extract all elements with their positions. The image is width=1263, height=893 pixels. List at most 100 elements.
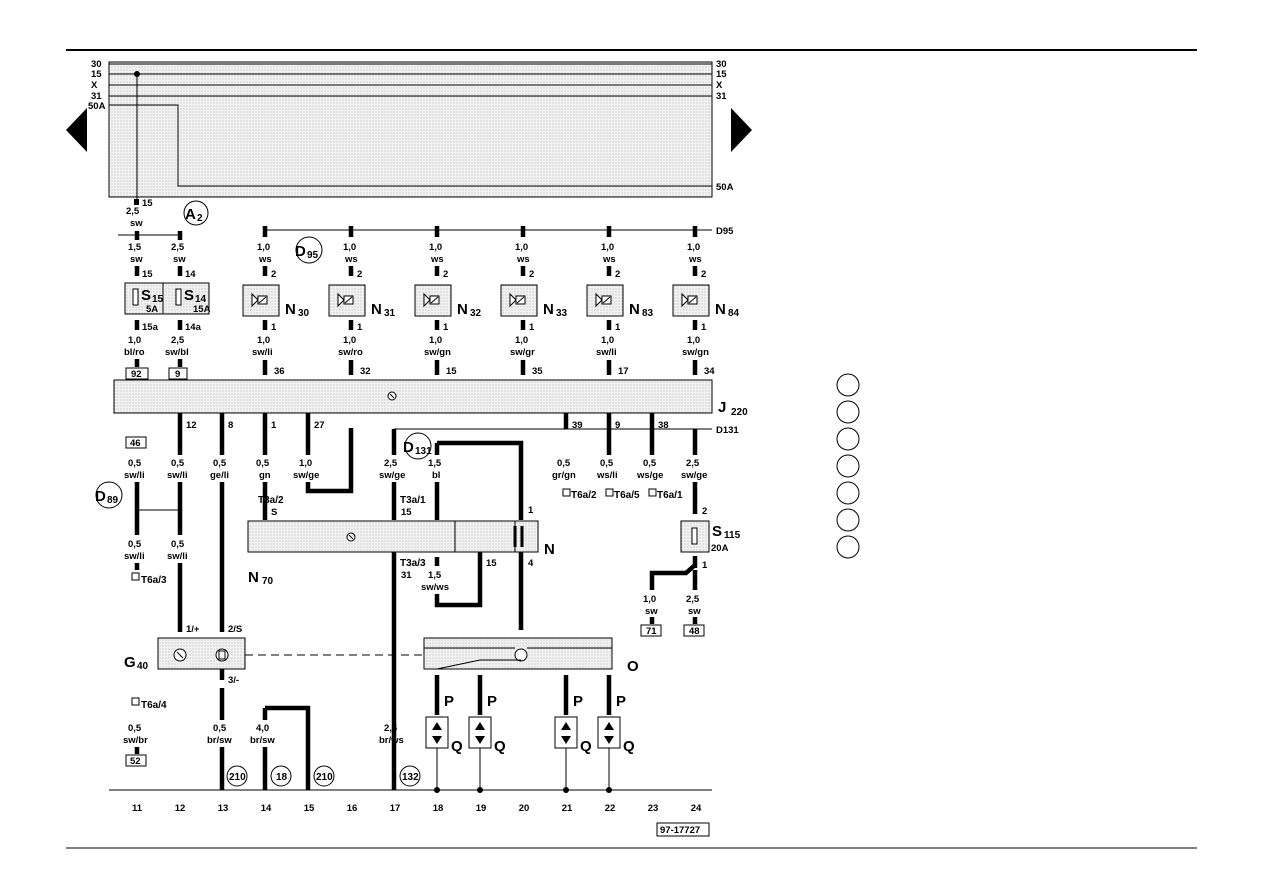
rail-label-30-left: 30 bbox=[91, 59, 102, 70]
svg-text:1,0: 1,0 bbox=[343, 335, 356, 346]
wire-color: bl bbox=[432, 470, 440, 481]
wire-gauge: 0,5 bbox=[256, 458, 270, 469]
rail-label-50a-left: 50A bbox=[88, 101, 106, 112]
svg-text:1,0: 1,0 bbox=[515, 335, 528, 346]
connector-t6a1: T6a/1 bbox=[657, 490, 683, 501]
svg-text:Q: Q bbox=[623, 738, 635, 755]
svg-text:2: 2 bbox=[701, 269, 706, 280]
svg-text:ws: ws bbox=[516, 254, 530, 265]
connector-t3a3: T3a/3 bbox=[400, 558, 426, 569]
rail-label-30-right: 30 bbox=[716, 59, 727, 70]
badge-letter: D bbox=[295, 243, 306, 260]
svg-text:20A: 20A bbox=[711, 543, 729, 554]
reference-badge bbox=[399, 765, 421, 787]
svg-text:1: 1 bbox=[443, 322, 449, 333]
svg-text:N: N bbox=[543, 301, 554, 318]
column-number: 18 bbox=[433, 803, 444, 814]
pin-label: 27 bbox=[314, 420, 325, 431]
svg-text:1: 1 bbox=[357, 322, 363, 333]
svg-text:1,0: 1,0 bbox=[343, 242, 356, 253]
wire-color: sw/li bbox=[167, 470, 188, 481]
svg-text:1,5: 1,5 bbox=[128, 242, 142, 253]
svg-text:1,0: 1,0 bbox=[128, 335, 141, 346]
svg-text:1,0: 1,0 bbox=[515, 242, 528, 253]
pin-label: 3/- bbox=[228, 675, 239, 686]
wire-gauge: 0,5 bbox=[557, 458, 571, 469]
column-number: 15 bbox=[304, 803, 315, 814]
svg-text:2: 2 bbox=[529, 269, 534, 280]
wire-gauge: 0,5 bbox=[600, 458, 614, 469]
svg-text:2: 2 bbox=[357, 269, 362, 280]
wire-gauge: 4,0 bbox=[256, 723, 269, 734]
svg-text:N: N bbox=[715, 301, 726, 318]
pin-label: 1/+ bbox=[186, 624, 200, 635]
reference-18: 18 bbox=[276, 772, 288, 783]
svg-text:ws: ws bbox=[344, 254, 358, 265]
rail-label-31-left: 31 bbox=[91, 91, 102, 102]
svg-text:34: 34 bbox=[704, 366, 715, 377]
badge-index: 95 bbox=[307, 250, 319, 261]
wire-gauge: 2,5 bbox=[126, 206, 140, 217]
wire-color: ws/li bbox=[596, 470, 618, 481]
pin-label: 38 bbox=[658, 420, 669, 431]
next-page-arrow-icon[interactable] bbox=[731, 108, 752, 152]
wire-color: sw/ge bbox=[681, 470, 707, 481]
svg-text:83: 83 bbox=[642, 308, 654, 319]
pin-label: 2/S bbox=[228, 624, 242, 635]
pin-label: 39 bbox=[572, 420, 583, 431]
svg-text:sw/li: sw/li bbox=[596, 347, 617, 358]
wire-color: sw bbox=[688, 606, 701, 617]
rail-label-d131: D131 bbox=[716, 425, 739, 436]
legend-circle bbox=[836, 373, 860, 397]
svg-text:Q: Q bbox=[580, 738, 592, 755]
wire-color: br/sw bbox=[207, 735, 232, 746]
svg-text:32: 32 bbox=[470, 308, 482, 319]
connector-t6a2: T6a/2 bbox=[571, 490, 597, 501]
previous-page-arrow-icon[interactable] bbox=[66, 108, 87, 152]
wire-color: sw bbox=[130, 218, 143, 229]
svg-text:30: 30 bbox=[298, 308, 310, 319]
svg-text:sw: sw bbox=[173, 254, 186, 265]
spark-plug-19: P Q bbox=[468, 675, 506, 793]
connector-t3a2: T3a/2 bbox=[258, 495, 284, 506]
pin-label: 9 bbox=[615, 420, 620, 431]
j220-letter: J bbox=[718, 399, 726, 416]
svg-text:1: 1 bbox=[615, 322, 621, 333]
pin-label: 4 bbox=[528, 558, 534, 569]
svg-text:ws: ws bbox=[258, 254, 272, 265]
wire-color: ws/ge bbox=[636, 470, 663, 481]
wire-gauge: 0,5 bbox=[128, 539, 142, 550]
column-number: 14 bbox=[261, 803, 272, 814]
rail-label-15-right: 15 bbox=[716, 69, 727, 80]
badge-index: 89 bbox=[107, 495, 119, 506]
column-number: 24 bbox=[691, 803, 702, 814]
fuse-s14: 2,5 sw 14 S 14 15A 14a 2,5 sw/bl 9 bbox=[162, 242, 211, 380]
wire-color: sw/br bbox=[123, 735, 148, 746]
svg-text:1: 1 bbox=[529, 322, 535, 333]
svg-text:1,0: 1,0 bbox=[429, 335, 442, 346]
svg-text:9: 9 bbox=[175, 369, 180, 380]
connector-t6a5: T6a/5 bbox=[614, 490, 640, 501]
svg-text:P: P bbox=[444, 693, 454, 710]
spark-plug-18: P Q bbox=[425, 675, 463, 793]
wire-color: br/ws bbox=[379, 735, 404, 746]
svg-text:2: 2 bbox=[615, 269, 620, 280]
wire-gauge: 1,5 bbox=[428, 570, 442, 581]
svg-text:ws: ws bbox=[602, 254, 616, 265]
connector-t6a3: T6a/3 bbox=[141, 575, 167, 586]
connector-d95-badge bbox=[295, 236, 323, 264]
column-number: 16 bbox=[347, 803, 358, 814]
svg-text:N: N bbox=[629, 301, 640, 318]
svg-text:sw/bl: sw/bl bbox=[165, 347, 189, 358]
svg-text:17: 17 bbox=[618, 366, 629, 377]
svg-text:35: 35 bbox=[532, 366, 543, 377]
svg-text:31: 31 bbox=[384, 308, 396, 319]
connector-t3a1: T3a/1 bbox=[400, 495, 426, 506]
wire-gauge: 0,5 bbox=[213, 723, 227, 734]
reference-210: 210 bbox=[316, 772, 333, 783]
hall-sensor-g40 bbox=[157, 637, 246, 670]
column-number: 11 bbox=[132, 803, 143, 814]
svg-text:2: 2 bbox=[271, 269, 276, 280]
o-letter: O bbox=[627, 658, 639, 675]
